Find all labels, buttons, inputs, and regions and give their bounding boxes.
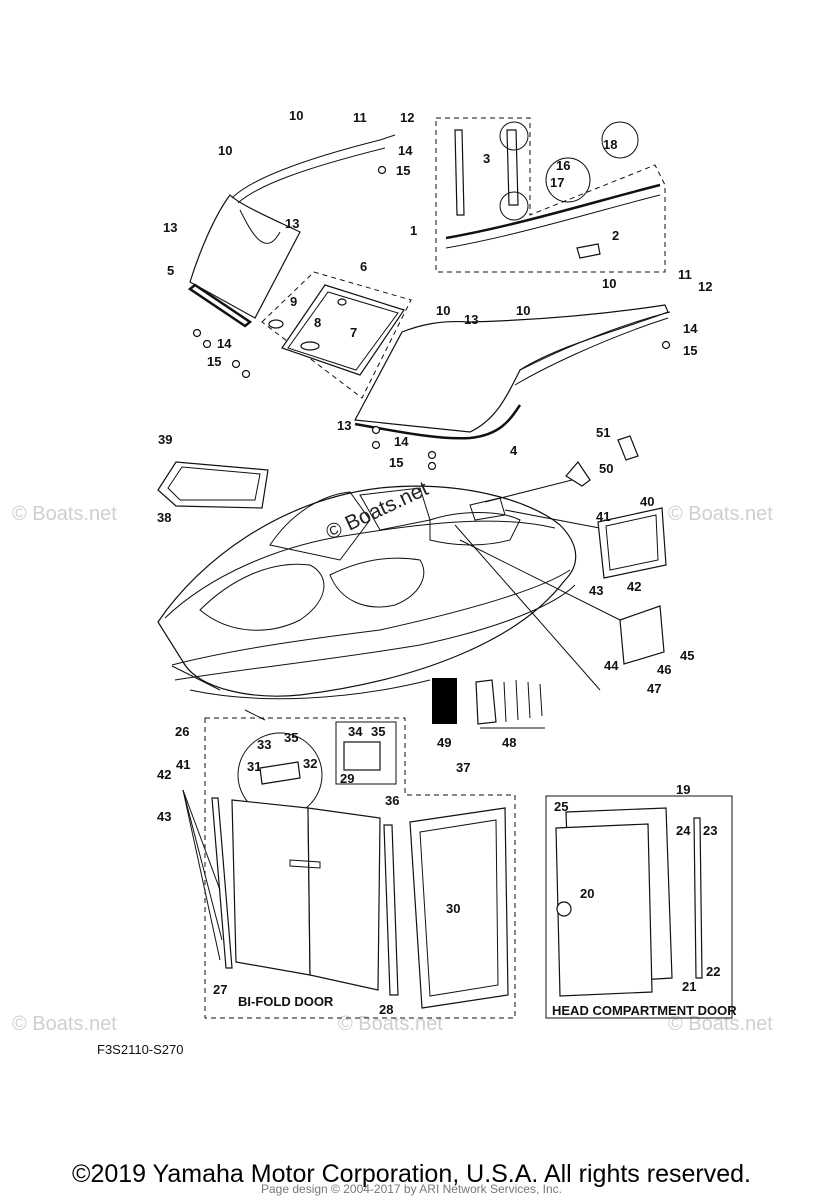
callout-39: 39 [158,432,172,447]
bifold-door-group [182,717,516,1019]
boat-illustration [157,477,621,721]
callout-6: 6 [360,259,367,274]
callout-16: 16 [556,158,570,173]
callout-3: 3 [483,151,490,166]
diagram-code: F3S2110-S270 [97,1042,184,1057]
access-panel [619,605,665,665]
callout-10: 10 [436,303,450,318]
windshield-assembly [187,134,671,471]
page-design-credit: Page design © 2004-2017 by ARI Network S… [260,1182,562,1196]
callout-4: 4 [510,443,518,458]
callout-26: 26 [175,724,189,739]
callout-43: 43 [157,809,171,824]
storage-box [157,461,269,509]
callout-5: 5 [167,263,174,278]
callout-32: 32 [303,756,317,771]
callout-17: 17 [550,175,564,190]
callout-22: 22 [706,964,720,979]
callout-46: 46 [657,662,671,677]
callout-14: 14 [683,321,698,336]
watermark: © Boats.net [12,1013,117,1035]
callout-19: 19 [676,782,690,797]
callout-13: 13 [464,312,478,327]
hatch-cover [597,507,667,579]
callout-20: 20 [580,886,594,901]
callout-15: 15 [396,163,410,178]
callout-12: 12 [400,110,414,125]
callout-43: 43 [589,583,603,598]
callout-44: 44 [604,658,619,673]
callout-30: 30 [446,901,460,916]
callout-35: 35 [284,730,298,745]
callout-11: 11 [678,267,692,282]
callout-13: 13 [285,216,299,231]
callout-47: 47 [647,681,661,696]
callout-11: 11 [353,110,367,125]
callout-18: 18 [603,137,617,152]
callout-15: 15 [389,455,403,470]
callout-14: 14 [217,336,232,351]
callout-37: 37 [456,760,470,775]
callout-50: 50 [599,461,613,476]
callout-14: 14 [398,143,413,158]
callout-31: 31 [247,759,261,774]
bifold-door-label: BI-FOLD DOOR [238,994,334,1009]
cleats [565,435,639,487]
watermark: © Boats.net [668,503,773,525]
callout-40: 40 [640,494,654,509]
callout-10: 10 [289,108,303,123]
callout-24: 24 [676,823,691,838]
callout-10: 10 [516,303,530,318]
callout-45: 45 [680,648,694,663]
head-compartment-door-label: HEAD COMPARTMENT DOOR [552,1003,737,1018]
watermark: © Boats.net [12,503,117,525]
copyright-notice: ©2019 Yamaha Motor Corporation, U.S.A. A… [72,1160,751,1188]
callout-14: 14 [394,434,409,449]
callout-2: 2 [612,228,619,243]
callout-13: 13 [337,418,351,433]
callout-51: 51 [596,425,610,440]
callout-33: 33 [257,737,271,752]
callout-34: 34 [348,724,363,739]
head-door-group [545,795,733,1019]
callouts: 1 2 3 4 5 6 7 8 9 10 10 10 10 10 11 11 1… [157,108,720,1017]
callout-48: 48 [502,735,516,750]
callout-41: 41 [596,509,610,524]
callout-9: 9 [290,294,297,309]
fastener-group [192,165,671,471]
callout-42: 42 [157,767,171,782]
callout-21: 21 [682,979,696,994]
callout-36: 36 [385,793,399,808]
callout-29: 29 [340,771,354,786]
callout-23: 23 [703,823,717,838]
callout-8: 8 [314,315,321,330]
callout-13: 13 [163,220,177,235]
callout-7: 7 [350,325,357,340]
callout-10: 10 [602,276,616,291]
callout-35: 35 [371,724,385,739]
callout-1: 1 [410,223,417,238]
callout-49: 49 [437,735,451,750]
callout-38: 38 [157,510,171,525]
callout-10: 10 [218,143,232,158]
accessories [432,678,545,729]
callout-12: 12 [698,279,712,294]
callout-42: 42 [627,579,641,594]
callout-25: 25 [554,799,568,814]
callout-27: 27 [213,982,227,997]
callout-15: 15 [207,354,221,369]
detail-box-grab-rail [435,117,666,273]
callout-15: 15 [683,343,697,358]
callout-28: 28 [379,1002,393,1017]
callout-41: 41 [176,757,190,772]
